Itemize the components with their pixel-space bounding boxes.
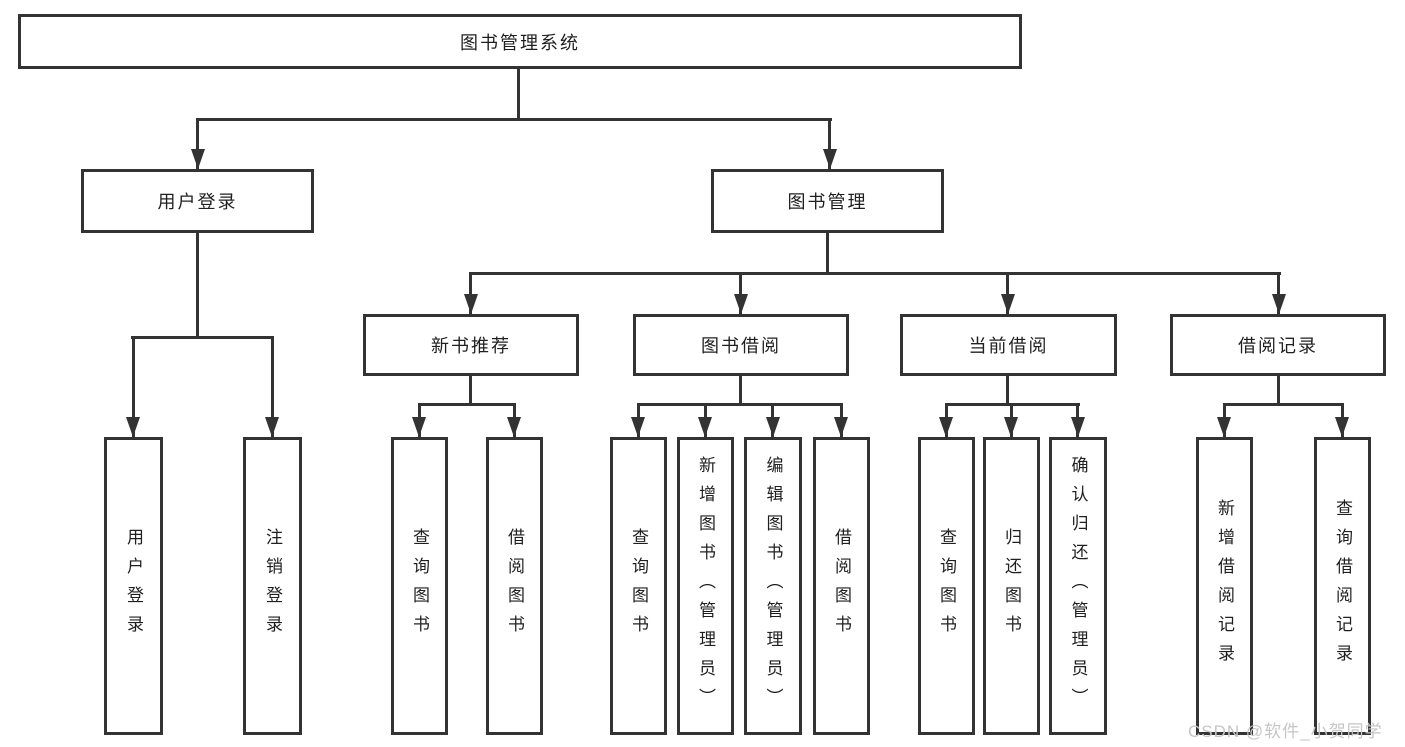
node-leaf-query-books-borrowing: 查询图书: [610, 437, 667, 735]
arrowhead-to-logout-leaf: [265, 417, 279, 437]
connector-to-logout-leaf: [271, 336, 274, 437]
node-current-borrowing: 当前借阅: [900, 314, 1117, 376]
connector-to-borrowing: [739, 272, 742, 314]
node-user-login: 用户登录: [81, 169, 314, 233]
connector-user-login-bar: [131, 336, 274, 339]
node-library-management-system: 图书管理系统: [18, 14, 1022, 69]
connector-newbook-stem: [469, 376, 472, 403]
arrowhead-current-leaf3: [1071, 417, 1085, 437]
node-leaf-user-login: 用户登录: [104, 437, 163, 735]
arrowhead-to-login-leaf: [126, 417, 140, 437]
arrowhead-newbook-leaf2: [507, 417, 521, 437]
connector-records-stem: [1277, 376, 1280, 403]
node-leaf-query-borrow-record: 查询借阅记录: [1314, 437, 1371, 735]
csdn-watermark: CSDN @软件_小贺同学: [1188, 722, 1383, 741]
connector-book-mgmt-bar: [469, 272, 1281, 275]
arrowhead-current-leaf2: [1004, 417, 1018, 437]
node-book-management: 图书管理: [711, 169, 944, 233]
connector-root-stem: [517, 69, 520, 118]
arrowhead-current-leaf1: [939, 417, 953, 437]
arrowhead-borrowing-leaf4: [834, 417, 848, 437]
node-borrowing-records: 借阅记录: [1170, 314, 1386, 376]
connector-book-mgmt-stem: [826, 233, 829, 272]
connector-records-bar: [1223, 403, 1344, 406]
node-leaf-query-books-recommend: 查询图书: [391, 437, 448, 735]
node-leaf-borrow-books-borrowing: 借阅图书: [813, 437, 870, 735]
arrowhead-to-borrowing: [734, 294, 748, 314]
connector-borrowing-stem: [739, 376, 742, 403]
node-leaf-logout: 注销登录: [243, 437, 302, 735]
arrowhead-to-user-login: [191, 149, 205, 169]
arrowhead-records-leaf2: [1335, 417, 1349, 437]
connector-newbook-bar: [418, 403, 516, 406]
connector-to-new-book: [469, 272, 472, 314]
connector-borrowing-bar: [637, 403, 843, 406]
arrowhead-to-current: [1001, 294, 1015, 314]
node-leaf-query-books-current: 查询图书: [918, 437, 975, 735]
node-leaf-edit-books-admin: 编辑图书（管理员）: [744, 437, 802, 735]
connector-to-book-management: [828, 118, 831, 169]
node-leaf-confirm-return-admin: 确认归还（管理员）: [1049, 437, 1107, 735]
connector-to-login-leaf: [132, 336, 135, 437]
node-leaf-add-books-admin: 新增图书（管理员）: [677, 437, 734, 735]
connector-to-current: [1006, 272, 1009, 314]
arrowhead-borrowing-leaf1: [631, 417, 645, 437]
node-leaf-return-books: 归还图书: [983, 437, 1040, 735]
arrowhead-borrowing-leaf3: [766, 417, 780, 437]
arrowhead-borrowing-leaf2: [698, 417, 712, 437]
arrowhead-to-new-book: [464, 294, 478, 314]
node-leaf-borrow-books-recommend: 借阅图书: [486, 437, 543, 735]
arrowhead-records-leaf1: [1217, 417, 1231, 437]
arrowhead-newbook-leaf1: [412, 417, 426, 437]
connector-to-user-login: [196, 118, 199, 169]
arrowhead-to-records: [1272, 294, 1286, 314]
connector-user-login-stem: [196, 233, 199, 336]
node-new-book-recommendation: 新书推荐: [363, 314, 579, 376]
node-leaf-add-borrow-record: 新增借阅记录: [1196, 437, 1253, 735]
connector-to-records: [1277, 272, 1280, 314]
connector-root-bar: [196, 118, 832, 121]
arrowhead-to-book-management: [823, 149, 837, 169]
connector-current-stem: [1006, 376, 1009, 403]
node-book-borrowing: 图书借阅: [633, 314, 849, 376]
